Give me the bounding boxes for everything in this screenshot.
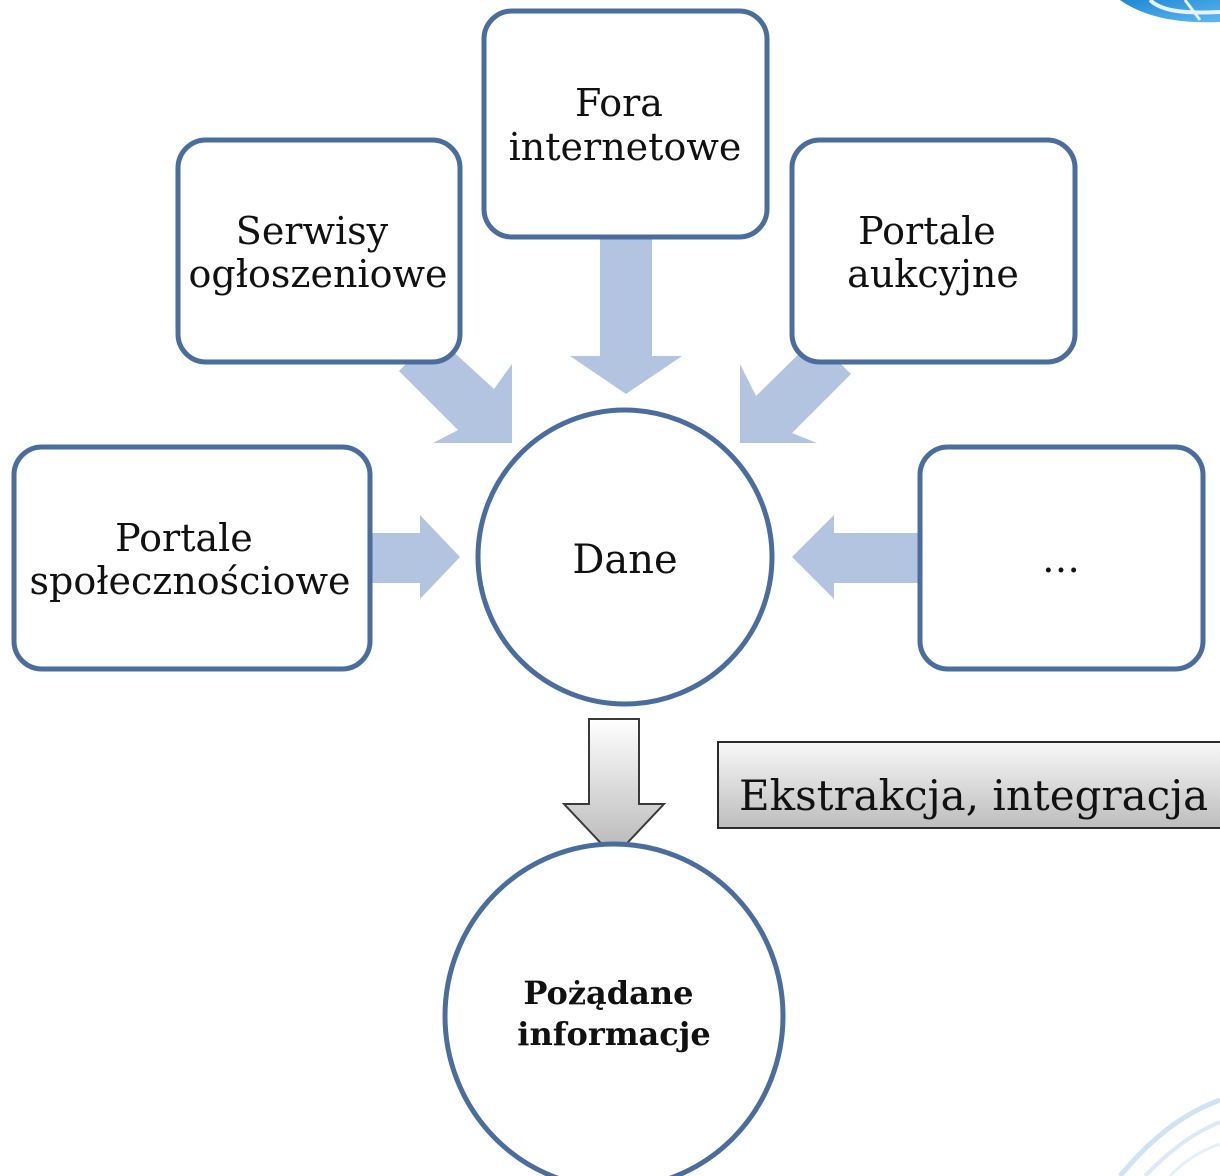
- arrow-from-other: [792, 515, 920, 599]
- source-label-spolecznosciowe: Portale społecznościowe: [30, 516, 351, 603]
- source-box-serwisy: Serwisy ogłoszeniowe: [175, 137, 463, 365]
- arrow-from-fora: [570, 238, 682, 394]
- center-label: Dane: [572, 537, 677, 583]
- center-node-dane: Dane: [475, 407, 775, 707]
- source-box-fora: Fora internetowe: [481, 8, 770, 240]
- source-box-aukcje: Portale aukcyjne: [789, 137, 1078, 365]
- source-box-spolecznosciowe: Portale społecznościowe: [11, 444, 373, 672]
- process-label-box: Ekstrakcja, integracja: [717, 741, 1220, 829]
- source-box-other: …: [917, 444, 1206, 672]
- source-label-serwisy: Serwisy ogłoszeniowe: [189, 209, 448, 296]
- source-label-fora: Fora internetowe: [509, 81, 742, 169]
- corner-logo-top-right: [1120, 0, 1220, 23]
- process-label: Ekstrakcja, integracja: [739, 771, 1208, 820]
- source-label-other: …: [1042, 537, 1080, 581]
- result-node: Pożądane informacje: [442, 841, 786, 1176]
- arrow-from-spolecznosciowe: [372, 515, 460, 599]
- source-label-aukcje: Portale aukcyjne: [847, 209, 1019, 296]
- corner-swirl-bottom-right: [1118, 1097, 1220, 1176]
- result-label: Pożądane informacje: [517, 974, 710, 1053]
- process-arrow-down: [561, 718, 667, 859]
